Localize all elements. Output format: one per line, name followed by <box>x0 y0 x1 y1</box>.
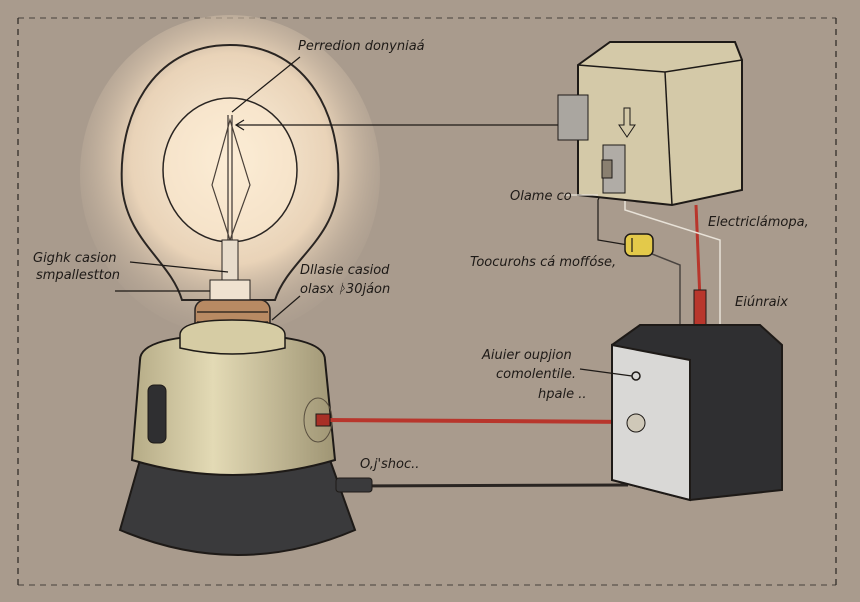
label-toocurohs: Toocurohs cá moffóse, <box>470 255 616 270</box>
leader-lines <box>115 56 633 377</box>
label-aiuier-1: Aiuier oupjion <box>481 348 572 363</box>
label-dllasie-1: Dllasie casiod <box>300 263 390 278</box>
light-bulb <box>80 15 380 335</box>
lamp-base <box>118 319 357 556</box>
dashed-border <box>17 17 837 586</box>
label-aiuier-3: hpale .. <box>538 387 586 402</box>
capacitor <box>624 233 654 257</box>
label-eiunraix: Eiúnraix <box>735 295 788 310</box>
terminal-knob <box>626 413 646 433</box>
wires <box>234 119 721 493</box>
upper-device-box <box>557 41 743 207</box>
label-gighk-1: Gighk casion <box>33 251 117 266</box>
label-electric: Electriclámopa, <box>708 215 809 230</box>
label-gighk-2: smpallestton <box>36 268 120 283</box>
label-olame: Olame co <box>510 189 572 204</box>
black-wire <box>339 483 629 488</box>
label-dllasie-2: olasx ᚦ30jáon <box>300 282 390 297</box>
label-ojshoc: O,j'shoc.. <box>360 457 419 472</box>
label-top-filament: Perredion donyniaá <box>298 39 425 54</box>
red-wire <box>324 418 636 424</box>
lamp-switch <box>147 384 167 444</box>
label-aiuier-2: comolentile. <box>496 367 576 382</box>
lower-power-box <box>611 324 783 502</box>
